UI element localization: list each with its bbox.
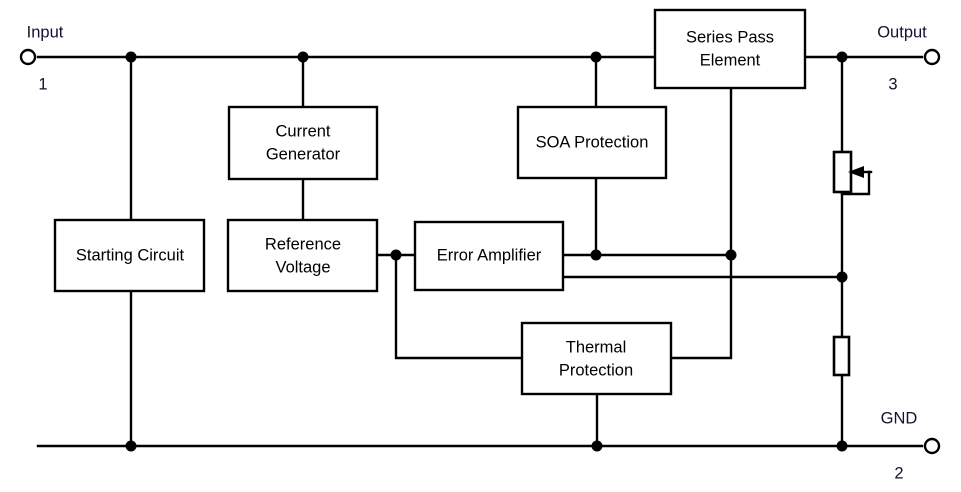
terminal-gnd[interactable]: [923, 437, 941, 455]
terminal-gnd-pin-number: 2: [894, 464, 903, 482]
terminal-output-pin-number: 3: [888, 75, 897, 93]
wire-thermal-protection-to-drive: [669, 253, 733, 360]
terminal-input-pin-number: 1: [38, 75, 47, 93]
block-reference-voltage[interactable]: [226, 218, 379, 293]
block-error-amplifier[interactable]: [413, 220, 565, 292]
block-series-pass-element[interactable]: [653, 8, 807, 90]
block-starting-circuit[interactable]: [53, 218, 206, 293]
junction-input-rail-current-gen: [297, 51, 309, 63]
label-thermal-protection-line2: Protection: [559, 361, 633, 379]
wire-reference-to-thermal-protection: [394, 253, 524, 360]
label-soa-protection: SOA Protection: [536, 133, 649, 151]
label-error-amplifier: Error Amplifier: [437, 246, 542, 264]
junction-pass-element-drive: [725, 249, 737, 261]
terminal-output[interactable]: [923, 48, 941, 66]
resistor-body: [832, 335, 851, 377]
label-series-pass-element-line2: Element: [700, 51, 761, 69]
label-starting-circuit: Starting Circuit: [76, 246, 185, 264]
terminal-gnd-label: GND: [881, 409, 918, 427]
block-soa-protection[interactable]: [516, 105, 668, 180]
wire-group: [36, 55, 924, 448]
block-thermal-protection[interactable]: [520, 321, 673, 396]
terminal-input[interactable]: [19, 48, 37, 66]
block-current-generator[interactable]: [227, 105, 379, 181]
junction-feedback-tap: [836, 271, 848, 283]
junction-input-rail-soa: [590, 51, 602, 63]
label-current-generator-line1: Current: [275, 122, 330, 140]
junction-output-rail-top: [836, 51, 848, 63]
terminal-output-label: Output: [877, 23, 927, 41]
junction-gnd-rail-starting: [125, 440, 137, 452]
junction-soa-feedback: [590, 249, 602, 261]
label-reference-voltage-line2: Voltage: [275, 258, 330, 276]
junction-input-rail-starting: [125, 51, 137, 63]
junction-gnd-rail-right: [836, 440, 848, 452]
label-current-generator-line2: Generator: [266, 145, 341, 163]
label-reference-voltage-line1: Reference: [265, 235, 341, 253]
junction-gnd-rail-thermal: [591, 440, 603, 452]
component-group: [832, 150, 873, 377]
junction-group: [125, 51, 848, 452]
block-group: Series Pass Element Current Generator SO…: [53, 8, 807, 396]
terminal-input-label: Input: [27, 23, 64, 41]
label-thermal-protection-line1: Thermal: [566, 338, 627, 356]
terminal-group: Input 1 Output 3 GND 2: [19, 23, 941, 482]
potentiometer-wiper-arrow-icon: [848, 166, 864, 178]
label-series-pass-element-line1: Series Pass: [686, 28, 774, 46]
potentiometer-wiper-wire: [840, 170, 871, 196]
junction-ref-voltage-out: [390, 249, 402, 261]
